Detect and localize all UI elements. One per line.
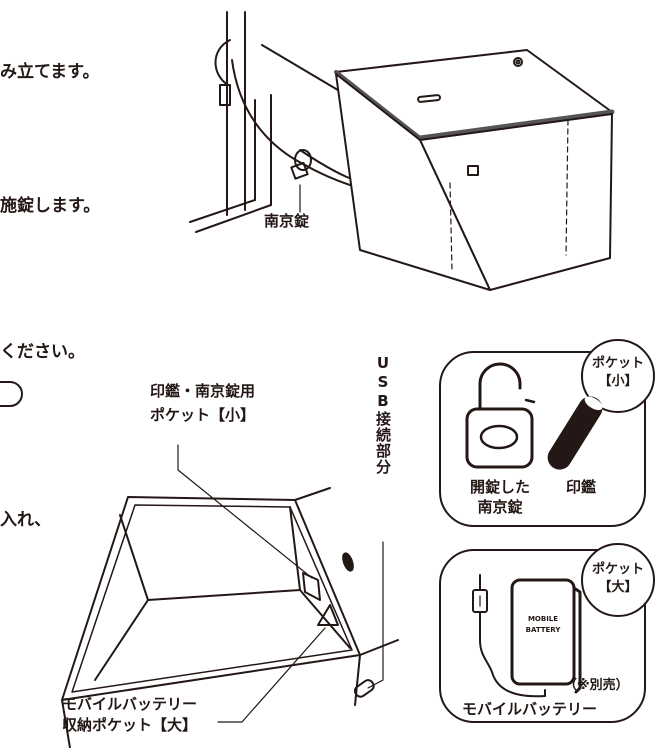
open-box	[61, 487, 399, 748]
battery-icon	[510, 578, 582, 694]
stamp-label: 印鑑	[566, 478, 597, 496]
padlock-icon	[465, 362, 536, 469]
badge-large-line2: 【大】	[598, 580, 638, 595]
badge-small-line1: ポケット	[591, 356, 644, 371]
storage-box	[334, 49, 615, 291]
step-insert-text: 入れ、	[0, 510, 52, 530]
usb-port-icon	[353, 679, 375, 698]
mobile-battery-caption: モバイルバッテリー	[462, 700, 598, 718]
padlock-label: 南京錠	[264, 212, 310, 230]
leader-large-pocket	[217, 627, 326, 723]
step-lock-text: 施錠します。	[0, 196, 101, 216]
unlocked-padlock-label-line1: 開錠した	[469, 478, 530, 496]
padlock-small-icon	[290, 149, 312, 180]
battery-text-line1: MOBILE	[527, 615, 559, 623]
partial-circle	[0, 381, 23, 407]
card-large-pocket	[439, 549, 646, 723]
large-pocket-label-line1: モバイルバッテリー	[62, 695, 198, 713]
badge-large-circle	[581, 543, 655, 617]
usb-cable-icon	[472, 574, 546, 698]
leader-usb	[367, 541, 384, 689]
small-pocket-label-line2: ポケット【小】	[150, 406, 256, 424]
leader-small-pocket	[177, 444, 313, 579]
stamp-icon	[547, 396, 603, 470]
badge-small-line2: 【小】	[598, 374, 638, 389]
card-small-pocket	[439, 351, 646, 527]
usb-port-label: USB接続部分	[374, 354, 392, 475]
step-assemble-text: み立てます。	[0, 62, 100, 82]
badge-small-circle	[581, 339, 655, 413]
sold-separately-note: （※別売）	[564, 678, 629, 693]
large-pocket-label-line2: 収納ポケット【大】	[62, 716, 198, 734]
step-please-text: ください。	[0, 342, 85, 362]
small-pocket-label-line1: 印鑑・南京錠用	[150, 382, 256, 400]
unlocked-padlock-label-line2: 南京錠	[477, 498, 523, 516]
pole-icon	[189, 11, 272, 233]
badge-large-line1: ポケット	[591, 562, 644, 577]
battery-text-line2: BATTERY	[525, 626, 561, 634]
